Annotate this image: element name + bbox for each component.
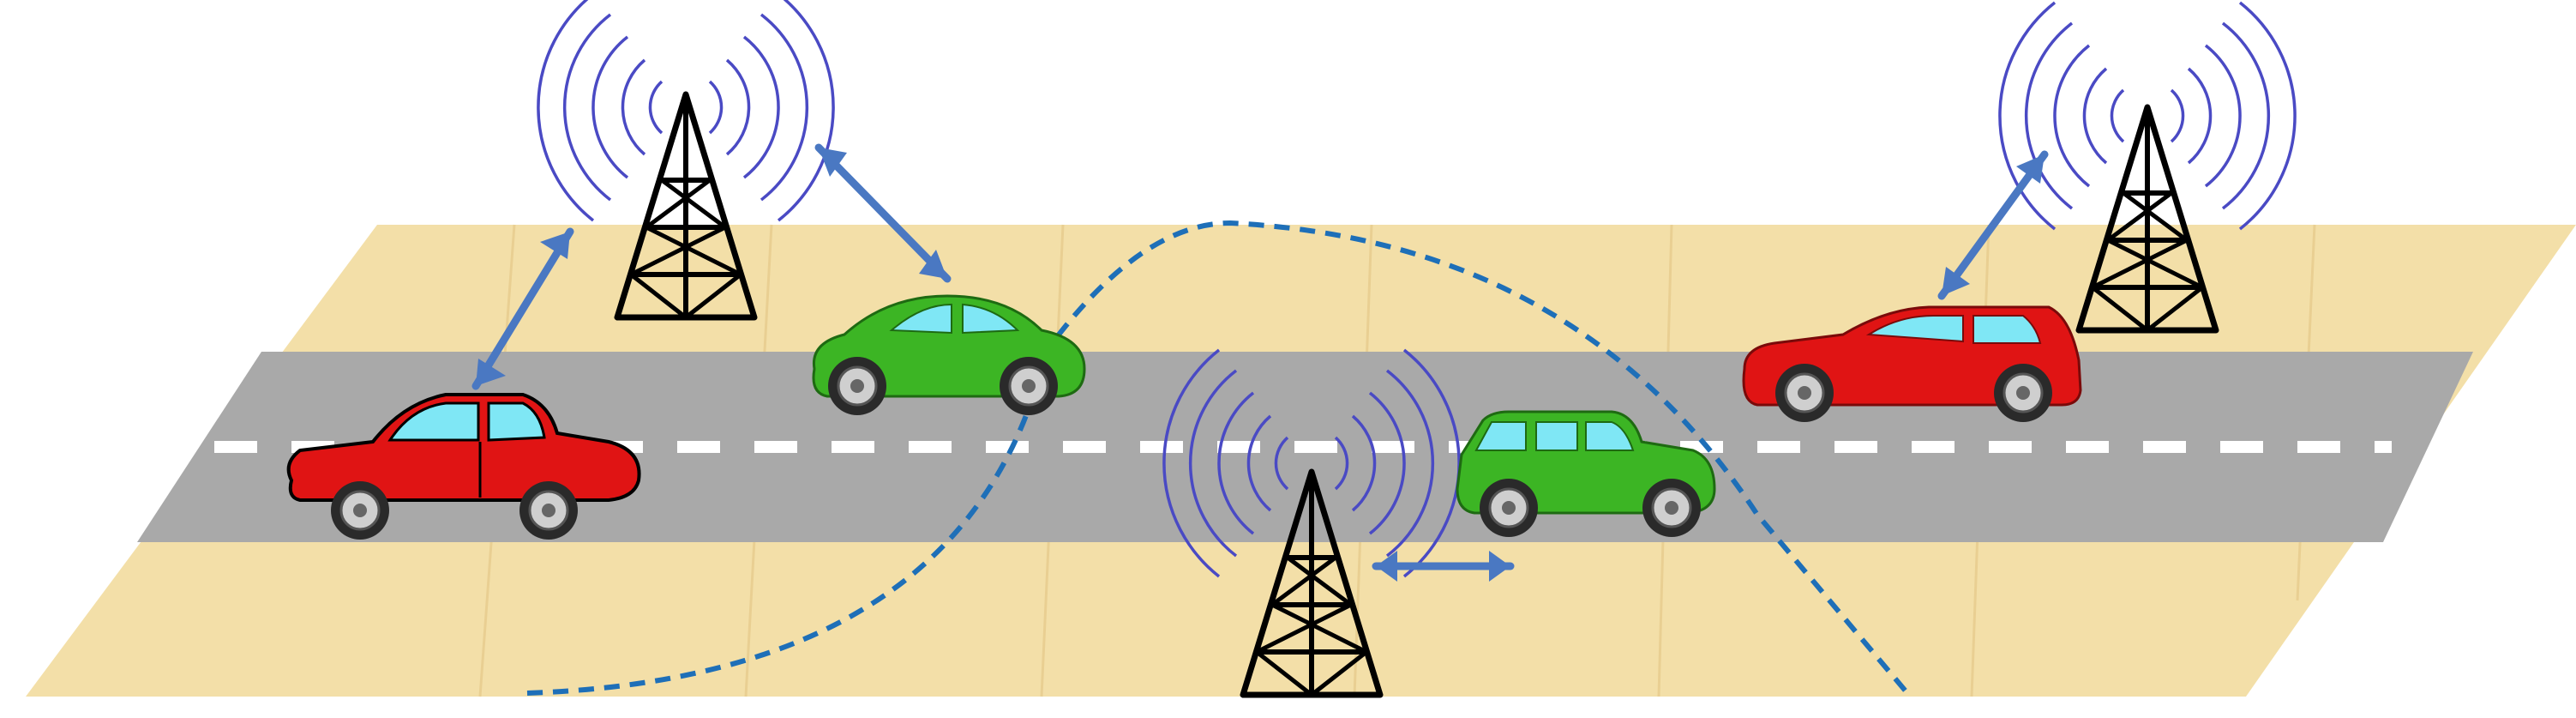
coverage-boundary-line [526,220,1910,696]
red-hatchback [1742,305,2082,424]
link-tower1-red-sedan [471,227,574,390]
link-tower3-red-hatchback [1937,150,2049,300]
double-arrow-icon [1937,150,2049,300]
green-beetle [812,294,1086,417]
double-arrow-icon [814,143,952,283]
link-tower2-green-suv [1372,551,1515,582]
car-icon [286,393,641,502]
double-arrow-icon [471,227,574,390]
red-sedan [286,393,641,541]
link-tower1-green-beetle [814,143,952,283]
green-suv [1456,410,1716,539]
